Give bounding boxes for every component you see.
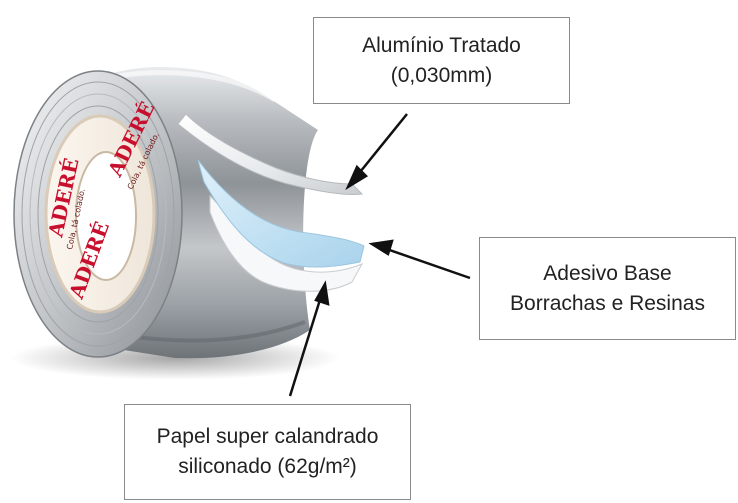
callout-arrows xyxy=(288,113,471,397)
adhesive-label-line2: Borrachas e Resinas xyxy=(510,291,705,315)
aluminum-label-line2: (0,030mm) xyxy=(390,63,493,87)
adhesive-label-line1: Adesivo Base xyxy=(543,261,672,285)
aluminum-callout: Alumínio Tratado (0,030mm) xyxy=(313,17,570,104)
paper-callout: Papel super calandrado siliconado (62g/m… xyxy=(124,404,411,500)
aluminum-label-line1: Alumínio Tratado xyxy=(362,33,521,57)
roll-hole xyxy=(75,151,137,281)
paper-label-line2: siliconado (62g/m²) xyxy=(178,455,357,478)
paper-label-line1: Papel super calandrado xyxy=(156,425,379,448)
adhesive-layer xyxy=(197,159,365,268)
adhesive-callout: Adesivo Base Borrachas e Resinas xyxy=(479,237,736,340)
aluminum-layer xyxy=(177,113,364,195)
